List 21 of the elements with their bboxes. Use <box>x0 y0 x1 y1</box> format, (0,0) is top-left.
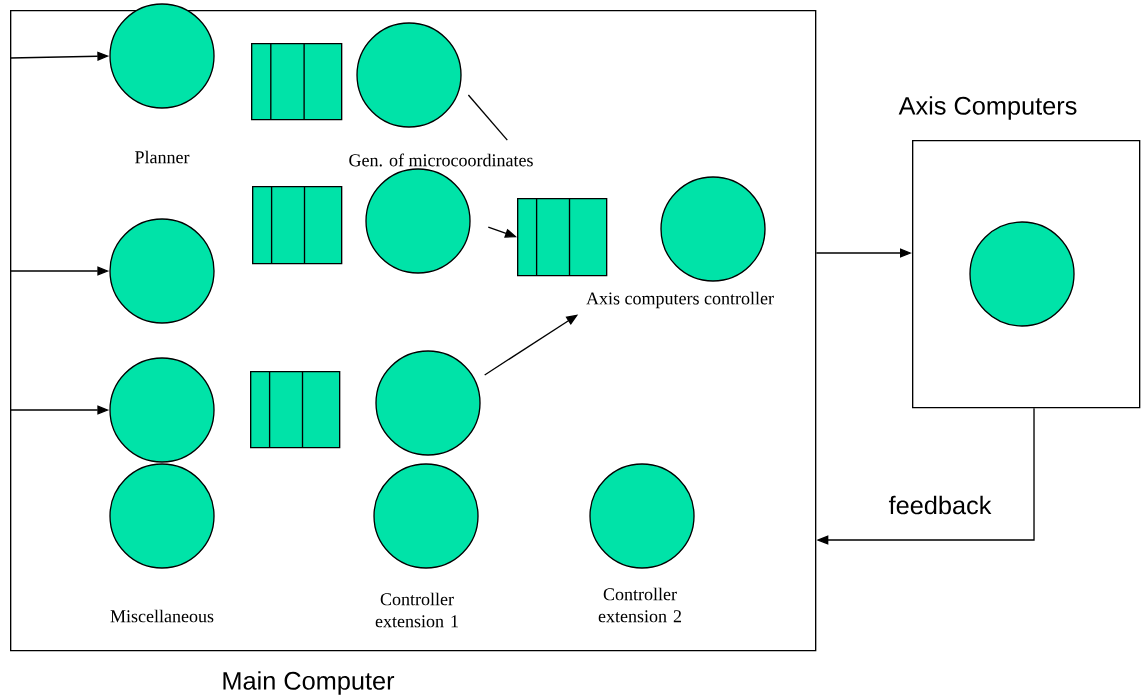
process-circle <box>356 22 462 128</box>
process-circle <box>375 350 481 456</box>
edge-label: feedback <box>887 494 993 516</box>
process-circle <box>109 357 215 463</box>
queue-drawing <box>251 42 343 121</box>
circle-caption: Planner <box>135 150 190 164</box>
process-circle <box>660 176 766 282</box>
queue-drawing <box>252 185 343 265</box>
process-circle <box>969 221 1075 327</box>
caption-text: Gen. of microcoordinates <box>349 153 533 167</box>
caption-text: Axis computers controller <box>586 291 774 309</box>
process-circle <box>365 168 471 274</box>
process-circle <box>109 218 215 324</box>
box-heading: Axis Computers <box>898 96 1077 120</box>
box-heading: Main Computer <box>223 671 395 695</box>
leader-line <box>467 94 508 141</box>
circle-caption: Controller extension 1 <box>375 592 458 628</box>
queue-drawing <box>250 370 341 449</box>
queue-drawing <box>517 197 608 277</box>
circle-caption: Miscellaneous <box>110 609 214 623</box>
circle-caption: Controller extension 2 <box>598 587 681 623</box>
